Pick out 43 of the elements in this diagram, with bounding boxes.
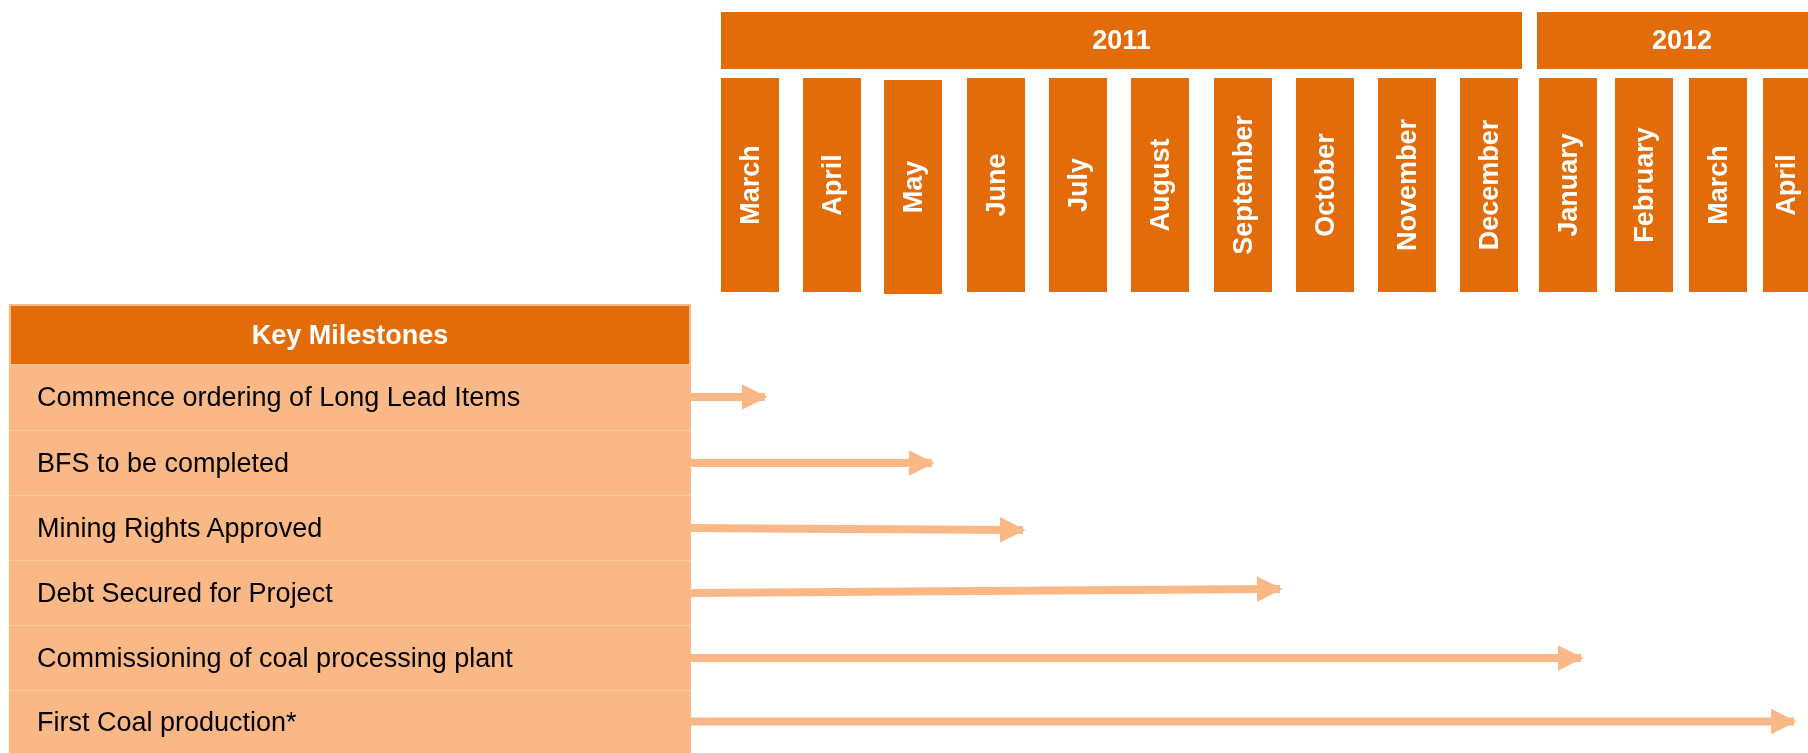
month-bar [1539,78,1597,292]
month-bar [721,78,779,292]
month-bar [884,80,942,294]
month-name: July [1062,158,1094,212]
month-bar [1615,78,1673,292]
month-name: March [734,145,766,225]
month-bar [1689,78,1747,292]
year-header: 2011 [721,12,1522,69]
arrow [690,517,1026,543]
month-name: June [980,153,1012,217]
month-bar [1214,78,1272,292]
milestone-row: Debt Secured for Project [9,560,691,626]
arrow [691,384,768,410]
month-name: April [1770,154,1801,216]
arrow [690,576,1283,602]
month-name: September [1227,115,1259,255]
month-bar [967,78,1025,292]
arrow [691,450,935,476]
month-bar [1296,78,1354,292]
month-name: August [1144,138,1176,232]
month-name: May [897,160,929,214]
month-bar [1378,78,1436,292]
month-bar [1460,78,1518,292]
arrow [691,708,1797,735]
month-bar [803,78,861,292]
milestone-row: Mining Rights Approved [9,495,691,561]
month-name: March [1702,145,1734,225]
month-bar [1131,78,1189,292]
month-bar [1763,78,1808,292]
month-name: October [1309,133,1341,237]
arrow [691,645,1584,671]
month-bar [1049,78,1107,292]
month-name: February [1628,127,1660,243]
table-header: Key Milestones [9,304,691,364]
milestone-row: Commence ordering of Long Lead Items [9,364,691,430]
milestone-row: BFS to be completed [9,430,691,496]
year-header: 2012 [1537,12,1808,69]
month-name: December [1473,119,1505,251]
milestone-row: Commissioning of coal processing plant [9,625,691,691]
month-name: November [1391,119,1423,251]
month-name: April [816,154,848,216]
month-name: January [1552,133,1584,237]
milestone-row: First Coal production* [9,690,691,753]
